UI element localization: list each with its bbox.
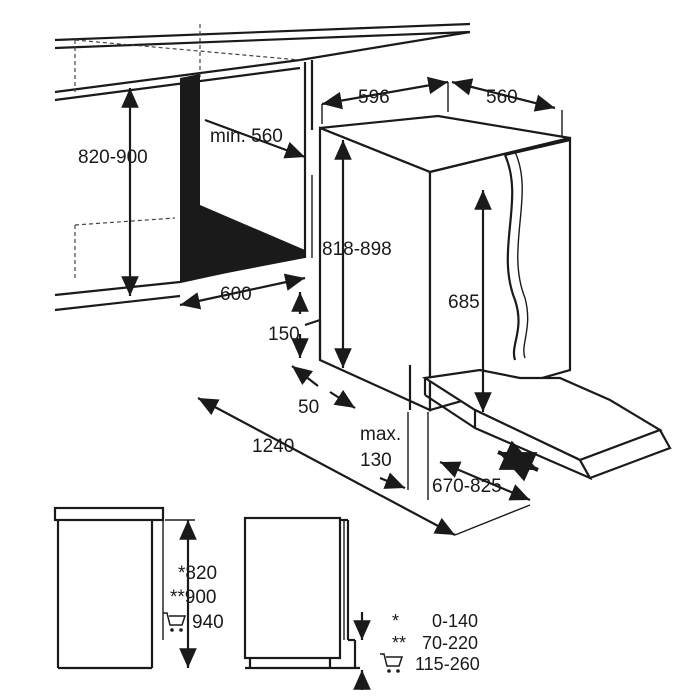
legend-mark-1: *: [392, 611, 399, 631]
open-door: [421, 368, 672, 481]
cabinet-height-label: 820-900: [78, 147, 148, 168]
legend-range-3: 115-260: [415, 654, 480, 674]
appliance-height-label: 818-898: [322, 239, 392, 260]
door-adjust-arrow: [497, 440, 539, 482]
side-height-3: 940: [192, 612, 224, 633]
niche-width-label: 600: [220, 284, 252, 305]
cart-icon: [380, 653, 404, 673]
side-view-cabinet: [53, 506, 165, 670]
legend-range-1: 0-140: [432, 611, 478, 631]
cart-icon: [163, 612, 187, 632]
legend-mark-2: **: [392, 633, 406, 653]
appliance-width-label: 596: [358, 87, 390, 108]
countertop: [54, 22, 471, 102]
niche-shadow: [180, 74, 305, 282]
dishwasher-body: [304, 114, 572, 412]
niche-depth-label: min. 560: [210, 126, 283, 147]
plinth-gap-label: 150: [268, 324, 300, 345]
side-view-appliance: [243, 516, 360, 670]
door-swing-label: 670-825: [432, 476, 502, 497]
overall-depth-label: 1240: [252, 436, 294, 457]
appliance-depth-label: 560: [486, 87, 518, 108]
side-height-2: **900: [170, 587, 217, 608]
plinth-max-label: max.: [360, 424, 401, 445]
plinth-offset-label: 50: [298, 397, 319, 418]
side-height-1: *820: [178, 563, 217, 584]
dishwasher-door: [503, 138, 571, 361]
plinth-legend: * 0-140 ** 70-220 115-260: [380, 611, 480, 674]
door-height-label: 685: [448, 292, 480, 313]
niche-side-wall: [303, 60, 314, 258]
plinth-max-value: 130: [360, 450, 392, 471]
legend-range-2: 70-220: [422, 633, 478, 653]
